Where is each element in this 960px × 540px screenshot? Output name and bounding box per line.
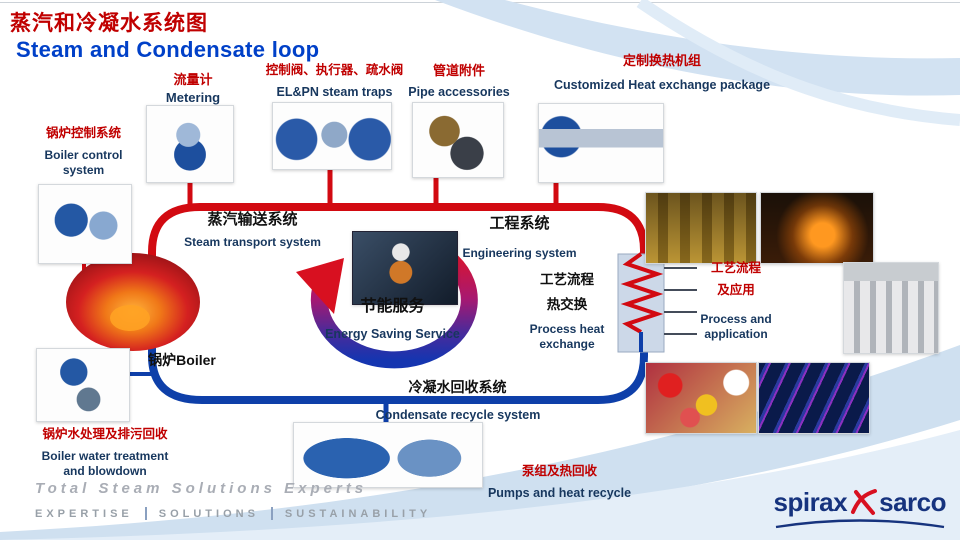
tagline: EXPERTISE SOLUTIONS SUSTAINABILITY [35, 507, 431, 520]
condensate-pipe [148, 316, 648, 404]
label-pipe-accessories: 管道附件 Pipe accessories [405, 63, 513, 101]
condensate-recycle-en: Condensate recycle system [375, 408, 541, 422]
label-valves: 控制阀、执行器、疏水阀 EL&PN steam traps [252, 63, 417, 100]
metering-en: Metering [165, 90, 221, 106]
title-english: Steam and Condensate loop [16, 37, 320, 62]
tagline-expertise: EXPERTISE [35, 507, 133, 520]
pharmaceutical-photo [645, 362, 757, 434]
fiber-optics-photo [758, 362, 870, 434]
top-right-swoosh-band [435, 0, 960, 96]
title-chinese: 蒸汽和冷凝水系统图 [10, 12, 208, 35]
condensate-recycle-zh: 冷凝水回收系统 [408, 379, 507, 395]
pumps-en: Pumps and heat recycle [487, 485, 632, 500]
engineering-zh: 工程系统 [489, 215, 550, 232]
refinery-photo [760, 192, 874, 264]
boiler-control-en2: system [62, 162, 105, 177]
heat-exchange-package-photo [538, 103, 664, 183]
boiler-label: 锅炉Boiler [148, 352, 216, 368]
energy-loop-arrow [296, 239, 478, 369]
tagline-divider [270, 507, 273, 520]
bottom-swoosh-band-light [0, 430, 960, 540]
pipe-accessories-photo [412, 102, 504, 178]
label-process-application: 工艺流程 及应用 Process and application [688, 261, 784, 342]
process-heat-en1: Process heat [529, 321, 605, 336]
pumps-zh: 泵组及热回收 [521, 464, 597, 478]
engineer-photo [352, 231, 458, 305]
steam-traps-equipment-photo [272, 102, 392, 170]
metering-equipment-photo [146, 105, 234, 183]
process-application-en1: Process and [700, 312, 772, 327]
label-heat-exchange-package: 定制换热机组 Customized Heat exchange package [540, 53, 784, 94]
water-treatment-photo [36, 348, 130, 422]
engineering-en: Engineering system [462, 245, 577, 260]
heat-exchange-package-en: Customized Heat exchange package [553, 78, 771, 93]
label-process-heat: 工艺流程 热交换 Process heat exchange [522, 272, 612, 352]
bottom-swoosh-band [0, 345, 960, 540]
process-heat-zh1: 工艺流程 [540, 272, 594, 287]
boiler-water-en2: and blowdown [63, 463, 147, 478]
label-condensate-en: Condensate recycle system [372, 406, 544, 424]
tagline-solutions: SOLUTIONS [158, 507, 259, 520]
label-pumps: 泵组及热回收 Pumps and heat recycle [472, 464, 647, 501]
boiler-water-zh: 锅炉水处理及排污回收 [42, 427, 168, 441]
canning-industry-photo [645, 192, 757, 264]
tagline-divider [144, 507, 147, 520]
label-boiler-control: 锅炉控制系统 Boiler control system [26, 126, 141, 178]
watermark-text: Total Steam Solutions Experts [35, 480, 368, 497]
building-photo [843, 262, 939, 354]
spirax-sarco-logo: spirax sarco [773, 487, 946, 534]
logo-red-swoosh-icon [851, 489, 878, 515]
steam-connector-lines [82, 166, 559, 274]
pumps-photo [293, 422, 483, 488]
heat-exchange-package-zh: 定制换热机组 [622, 53, 701, 68]
valves-zh: 控制阀、执行器、疏水阀 [265, 63, 404, 77]
boiler-control-zh: 锅炉控制系统 [45, 126, 121, 140]
label-metering: 流量计 Metering [146, 72, 240, 107]
boiler-water-en1: Boiler water treatment [41, 448, 169, 463]
label-boiler: 锅炉Boiler [132, 352, 232, 370]
logo-sarco-text: sarco [879, 487, 946, 517]
steam-pipe [148, 203, 648, 300]
label-condensate-zh: 冷凝水回收系统 [380, 379, 535, 397]
metering-zh: 流量计 [173, 72, 213, 87]
logo-underline-swoosh [775, 519, 945, 529]
boiler-control-en1: Boiler control [44, 147, 123, 162]
steam-transport-zh: 蒸汽输送系统 [207, 211, 298, 228]
top-right-swoosh-arc [636, 0, 960, 126]
pipe-accessories-zh: 管道附件 [432, 63, 485, 78]
energy-saving-zh: 节能服务 [360, 298, 425, 315]
label-engineering: 工程系统 Engineering system [452, 215, 587, 261]
logo-spirax-text: spirax [773, 487, 848, 517]
label-energy-saving: 节能服务 Energy Saving Service [310, 297, 475, 343]
process-application-zh1: 工艺流程 [710, 261, 761, 275]
pipe-accessories-en: Pipe accessories [408, 85, 510, 100]
energy-saving-en: Energy Saving Service [325, 327, 460, 341]
condensate-connector-lines [126, 372, 389, 424]
process-heat-en2: exchange [539, 336, 595, 351]
arrow-head [296, 258, 344, 314]
boiler-vessel [66, 253, 200, 351]
process-application-en2: application [704, 327, 768, 342]
heat-exchanger-coil [617, 252, 697, 353]
process-application-zh2: 及应用 [717, 282, 755, 297]
label-steam-transport: 蒸汽输送系统 Steam transport system [180, 211, 325, 250]
tagline-sustainability: SUSTAINABILITY [284, 507, 432, 520]
steam-transport-en: Steam transport system [184, 234, 321, 249]
boiler-control-photo [38, 184, 132, 264]
label-boiler-water-treatment: 锅炉水处理及排污回收 Boiler water treatment and bl… [20, 427, 190, 479]
process-heat-zh2: 热交换 [546, 296, 588, 312]
valves-en: EL&PN steam traps [276, 84, 393, 99]
